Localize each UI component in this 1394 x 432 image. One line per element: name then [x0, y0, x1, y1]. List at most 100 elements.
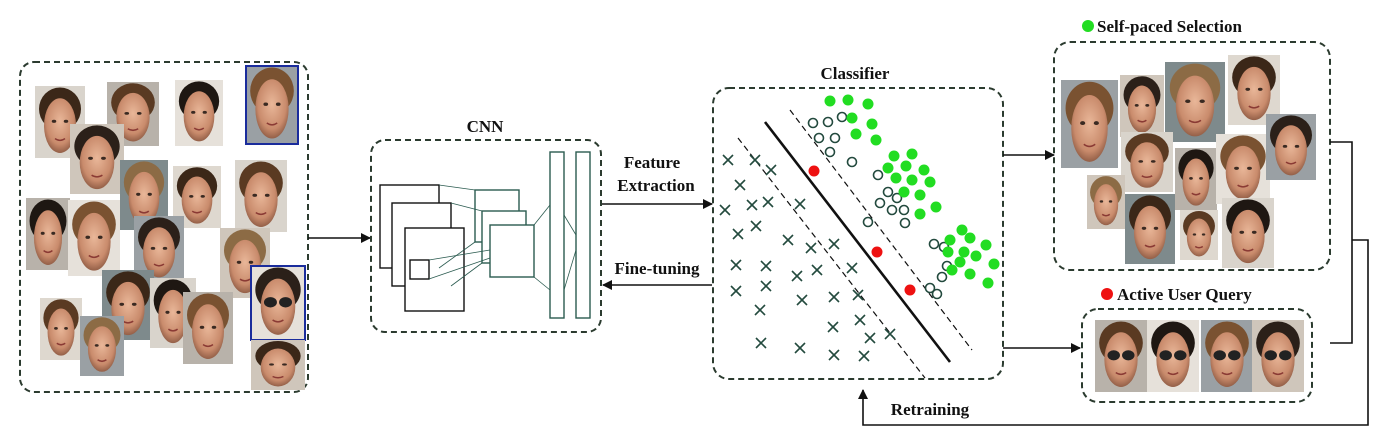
green-point — [846, 112, 858, 124]
face-photo — [1095, 320, 1147, 392]
circle-point — [836, 111, 848, 123]
face-photo — [1121, 132, 1173, 192]
retraining-label: Retraining — [891, 400, 970, 419]
face-photo — [1061, 80, 1118, 168]
green-point — [862, 98, 874, 110]
green-point — [946, 264, 958, 276]
cross-point — [846, 262, 858, 274]
green-point — [914, 208, 926, 220]
face-photo — [1222, 198, 1274, 268]
self-paced-frame — [1053, 41, 1331, 271]
green-point — [964, 232, 976, 244]
cross-point — [858, 350, 870, 362]
cross-point — [782, 234, 794, 246]
green-point — [964, 268, 976, 280]
circle-point — [891, 192, 903, 204]
self-paced-samples-green — [824, 94, 1000, 289]
cnn-feature-maps — [474, 189, 535, 278]
face-photo — [1266, 114, 1316, 180]
cross-point — [828, 291, 840, 303]
face-photo — [1201, 320, 1253, 392]
cross-point — [755, 337, 767, 349]
classifier-title: Classifier — [821, 64, 890, 83]
face-photo — [1165, 62, 1225, 142]
cross-point — [730, 285, 742, 297]
cnn-block: CNN — [370, 117, 602, 333]
green-point — [970, 250, 982, 262]
green-point — [980, 239, 992, 251]
cross-point — [828, 349, 840, 361]
red-dot-legend — [1101, 288, 1113, 300]
circle-point — [824, 146, 836, 158]
green-point — [906, 174, 918, 186]
retraining-loop — [858, 141, 1369, 426]
cross-point — [762, 196, 774, 208]
circle-point — [936, 271, 948, 283]
green-point — [882, 162, 894, 174]
collage-frame — [19, 61, 309, 393]
active-query-block: Active User Query — [1081, 285, 1313, 403]
circle-point — [872, 169, 884, 181]
circle-point — [882, 186, 894, 198]
cross-point — [722, 154, 734, 166]
collage-face-photos — [26, 65, 306, 390]
green-point — [930, 201, 942, 213]
cross-point — [734, 179, 746, 191]
cross-point — [805, 242, 817, 254]
classifier-block: Classifier — [712, 64, 1004, 380]
active-query-frame — [1081, 308, 1313, 403]
finetuning-label: Fine-tuning — [614, 259, 700, 278]
cross-point — [719, 204, 731, 216]
face-photo — [70, 124, 124, 194]
active-query-face-photos — [1095, 320, 1304, 392]
face-photo — [1120, 75, 1164, 137]
green-point — [958, 246, 970, 258]
negative-samples-crosses — [719, 154, 896, 362]
circle-point — [813, 132, 825, 144]
circle-point — [931, 288, 943, 300]
cross-point — [730, 259, 742, 271]
face-photo — [175, 80, 223, 146]
green-point — [956, 224, 968, 236]
green-point — [982, 277, 994, 289]
cnn-fc-layers — [549, 151, 591, 319]
face-photo — [1125, 194, 1175, 264]
cross-point — [765, 164, 777, 176]
input-face-collage — [19, 61, 309, 393]
face-photo — [1087, 175, 1125, 229]
face-photo — [1175, 148, 1217, 210]
green-point — [924, 176, 936, 188]
cross-point — [852, 289, 864, 301]
red-point — [871, 246, 883, 258]
self-paced-face-photos — [1061, 55, 1316, 268]
red-point — [808, 165, 820, 177]
cross-point — [791, 270, 803, 282]
green-point — [918, 164, 930, 176]
green-point — [870, 134, 882, 146]
face-photo — [35, 86, 85, 158]
face-photo — [26, 198, 70, 270]
cross-point — [854, 314, 866, 326]
red-point — [904, 284, 916, 296]
green-point — [988, 258, 1000, 270]
cross-point — [811, 264, 823, 276]
cross-point — [794, 198, 806, 210]
green-point — [954, 256, 966, 268]
unlabeled-samples-circles — [807, 111, 953, 300]
circle-point — [846, 156, 858, 168]
green-point — [842, 94, 854, 106]
face-photo — [40, 298, 82, 360]
face-photo — [183, 292, 233, 364]
face-photo — [102, 270, 154, 340]
face-photo — [1180, 210, 1218, 260]
circle-point — [822, 116, 834, 128]
circle-point — [829, 132, 841, 144]
cross-point — [754, 304, 766, 316]
green-point — [866, 118, 878, 130]
green-point — [900, 160, 912, 172]
cross-point — [827, 321, 839, 333]
cross-point — [750, 220, 762, 232]
green-point — [890, 172, 902, 184]
cross-point — [732, 228, 744, 240]
